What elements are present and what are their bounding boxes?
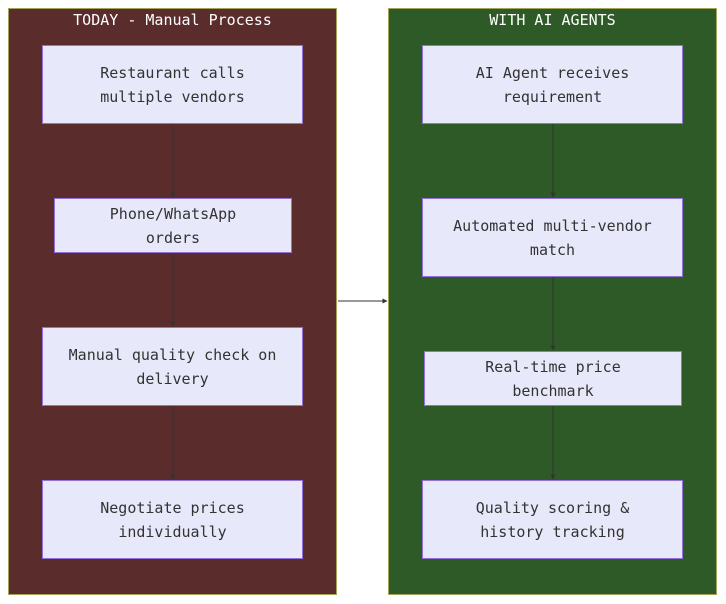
step-label: Phone/WhatsApp orders xyxy=(109,204,237,247)
step-label: AI Agent receives requirement xyxy=(475,63,630,106)
step-label: Automated multi-vendor match xyxy=(453,216,652,259)
step-label: Negotiate prices individually xyxy=(100,498,245,541)
step-manual-quality-check: Manual quality check on delivery xyxy=(42,327,303,406)
step-automated-vendor-match: Automated multi-vendor match xyxy=(422,198,683,277)
step-ai-agent-receives: AI Agent receives requirement xyxy=(422,45,683,124)
step-negotiate-prices: Negotiate prices individually xyxy=(42,480,303,559)
step-label: Real-time price benchmark xyxy=(485,357,621,400)
today-panel-title: TODAY - Manual Process xyxy=(73,11,272,29)
ai-panel-title: WITH AI AGENTS xyxy=(489,11,616,29)
step-quality-scoring: Quality scoring & history tracking xyxy=(422,480,683,559)
step-phone-whatsapp-orders: Phone/WhatsApp orders xyxy=(54,198,292,253)
step-label: Manual quality check on delivery xyxy=(68,345,277,388)
step-label: Restaurant calls multiple vendors xyxy=(100,63,245,106)
step-realtime-price-benchmark: Real-time price benchmark xyxy=(424,351,682,406)
step-label: Quality scoring & history tracking xyxy=(475,498,630,541)
step-restaurant-calls-vendors: Restaurant calls multiple vendors xyxy=(42,45,303,124)
